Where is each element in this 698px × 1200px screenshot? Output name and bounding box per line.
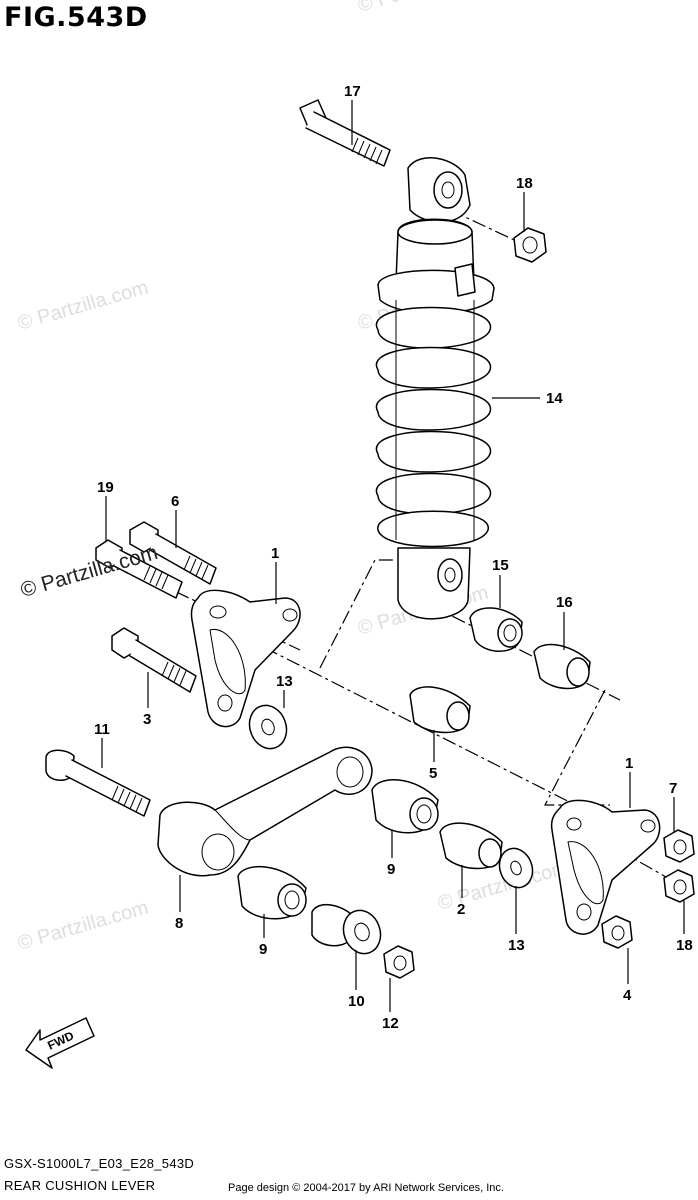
callout-1: 1	[625, 755, 633, 772]
callout-17: 17	[344, 83, 361, 100]
callout-18: 18	[676, 937, 693, 954]
model-code: GSX-S1000L7_E03_E28_543D	[4, 1156, 195, 1171]
callout-4: 4	[623, 987, 632, 1004]
part-11-bolt	[45, 749, 151, 817]
callout-7: 7	[669, 780, 677, 797]
part-16-collar	[533, 643, 591, 690]
section-name: REAR CUSHION LEVER	[4, 1178, 156, 1193]
watermark-text: © Partzilla.com	[15, 897, 151, 955]
callout-2: 2	[457, 901, 465, 918]
watermark-text: © Partzilla.com	[15, 277, 151, 335]
part-18-nut	[663, 869, 695, 903]
fwd-arrow-icon: FWD	[25, 1017, 95, 1069]
part-9-bearing	[371, 779, 439, 834]
part-10-flanged-collar	[311, 904, 382, 955]
part-13-washer	[498, 847, 534, 889]
callout-9: 9	[259, 941, 267, 958]
credit-line: Page design © 2004-2017 by ARI Network S…	[228, 1182, 504, 1194]
part-1-plate-right	[550, 799, 661, 935]
part-1-plate-left	[190, 589, 301, 728]
callout-13: 13	[508, 937, 525, 954]
callout-6: 6	[171, 493, 179, 510]
part-7-nut	[663, 829, 695, 863]
part-2-collar	[439, 822, 503, 870]
callout-12: 12	[382, 1015, 399, 1032]
part-17-bolt	[299, 99, 391, 167]
watermark-text: © Partzilla.com	[355, 0, 491, 17]
part-14-shock-absorber	[375, 157, 495, 620]
callout-5: 5	[429, 765, 437, 782]
figure-title: FIG.543D	[4, 2, 148, 33]
callout-19: 19	[97, 479, 114, 496]
callout-8: 8	[175, 915, 183, 932]
part-13-washer	[248, 704, 288, 750]
part-15-bearing	[469, 607, 523, 652]
part-9-bearing	[237, 865, 307, 920]
part-5-collar	[409, 686, 471, 734]
callout-9: 9	[387, 861, 395, 878]
part-6-bolt	[129, 521, 217, 585]
part-4-nut	[601, 915, 633, 949]
callout-15: 15	[492, 557, 509, 574]
callout-3: 3	[143, 711, 151, 728]
part-19-bolt	[95, 539, 183, 599]
callout-14: 14	[546, 390, 563, 407]
leader-lines	[101, 100, 685, 1012]
part-3-bolt	[111, 627, 197, 693]
part-12-nut	[383, 945, 415, 979]
callout-10: 10	[348, 993, 365, 1010]
callout-16: 16	[556, 594, 573, 611]
callout-labels: 17 18 14 19 6 1 15 16 13 3 5 11 1 7 9 2 …	[94, 83, 693, 1032]
callout-1: 1	[271, 545, 279, 562]
part-8-lever-link	[157, 746, 373, 877]
callout-11: 11	[94, 721, 110, 738]
callout-18: 18	[516, 175, 533, 192]
part-18-nut	[513, 227, 547, 263]
callout-13: 13	[276, 673, 293, 690]
